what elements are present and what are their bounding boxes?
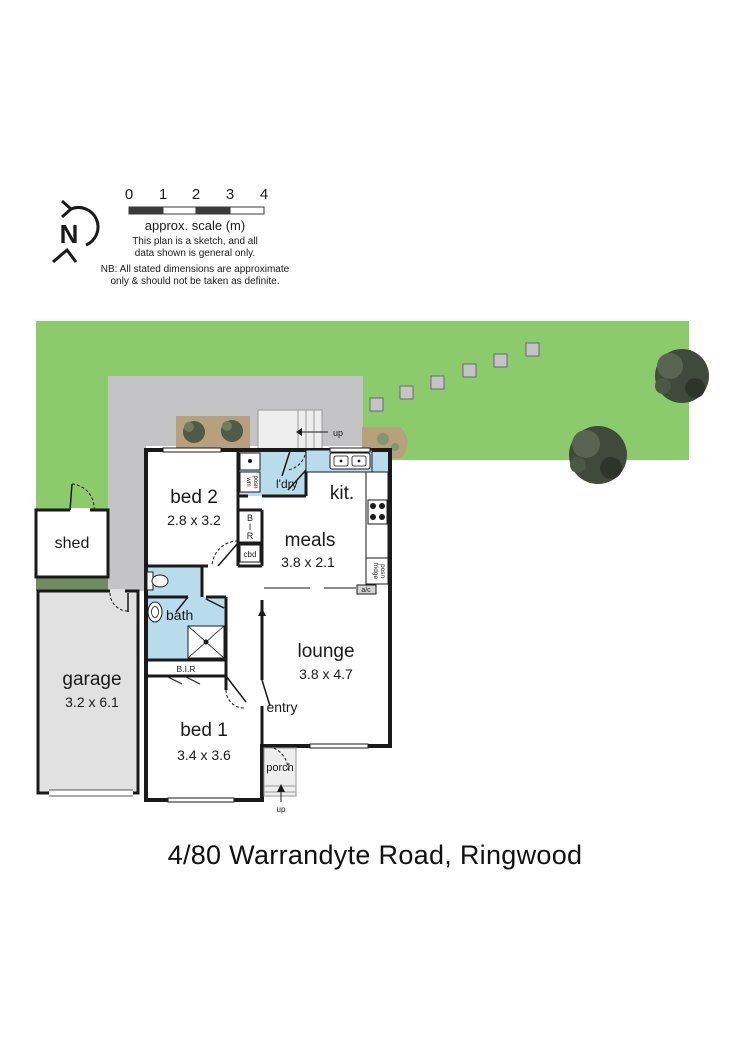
fridge-label-2: posn (379, 564, 386, 578)
room-size-garage: 3.2 x 6.1 (65, 694, 119, 710)
scale-bar: 0 1 2 3 4 approx. scale (m) This plan is… (101, 186, 290, 287)
fridge-position (365, 557, 389, 585)
room-label-garage: garage (62, 669, 121, 690)
nb-note-1: NB: All stated dimensions are approximat… (101, 264, 290, 275)
room-size-meals: 3.8 x 2.1 (281, 554, 335, 570)
cbd-label: cbd (244, 550, 257, 559)
scale-tick-0: 0 (125, 186, 133, 203)
cooktop-icon (367, 499, 388, 525)
washer-label-2: posn (252, 475, 258, 488)
planter-box (176, 416, 250, 448)
tree (655, 349, 709, 403)
scale-tick-3: 3 (226, 186, 234, 203)
room-label-shed: shed (55, 535, 90, 552)
scale-label: approx. scale (m) (145, 218, 245, 233)
room-label-bed1: bed 1 (180, 720, 228, 741)
shed (34, 508, 110, 579)
room-label-bed2: bed 2 (170, 487, 218, 508)
room-size-bed1: 3.4 x 3.6 (177, 747, 231, 763)
sketch-note-1: This plan is a sketch, and all (132, 236, 258, 247)
room-label-bath: bath (166, 607, 193, 623)
washer-position (239, 471, 261, 493)
room-label-entry: entry (266, 699, 297, 715)
kitchen-sink-icon (329, 452, 371, 470)
bir-label-bed1: B.I.R (177, 664, 196, 674)
bir-letter-r: R (247, 531, 254, 541)
rear-steps: up (257, 409, 343, 451)
up-label-rear: up (333, 428, 343, 438)
property-address: 4/80 Warrandyte Road, Ringwood (167, 840, 583, 870)
bir-letter-b: B (247, 513, 253, 523)
room-size-lounge: 3.8 x 4.7 (299, 666, 353, 682)
room-label-porch: porch (266, 762, 294, 774)
porch (263, 747, 297, 797)
stepping-stones (369, 342, 540, 412)
room-size-bed2: 2.8 x 3.2 (167, 512, 221, 528)
tree (569, 426, 627, 484)
sketch-note-2: data shown is general only. (135, 248, 255, 259)
compass-letter: N (60, 219, 79, 249)
nb-note-2: only & should not be taken as definite. (110, 276, 279, 287)
scale-tick-2: 2 (192, 186, 200, 203)
fridge-label-1: fridge (372, 563, 379, 580)
room-label-laundry: l'dry (276, 477, 298, 491)
toilet-icon (146, 571, 169, 591)
washer-label-1: wm (245, 476, 251, 486)
basin-icon (147, 601, 163, 623)
scale-tick-4: 4 (260, 186, 268, 203)
room-label-kitchen: kit. (330, 483, 354, 504)
ac-label: a/c (361, 587, 371, 594)
scale-tick-1: 1 (159, 186, 167, 203)
bir-letter-i: I (249, 522, 252, 532)
garage (36, 589, 140, 795)
room-label-lounge: lounge (297, 641, 354, 662)
up-label-porch: up (277, 805, 286, 814)
house: fridge posn a/c wm posn l'dry (144, 447, 392, 814)
cupboard (239, 544, 261, 563)
shower-icon (187, 625, 225, 659)
north-arrow-icon: N (52, 199, 100, 264)
room-label-meals: meals (285, 530, 336, 551)
ac-unit (356, 584, 377, 595)
